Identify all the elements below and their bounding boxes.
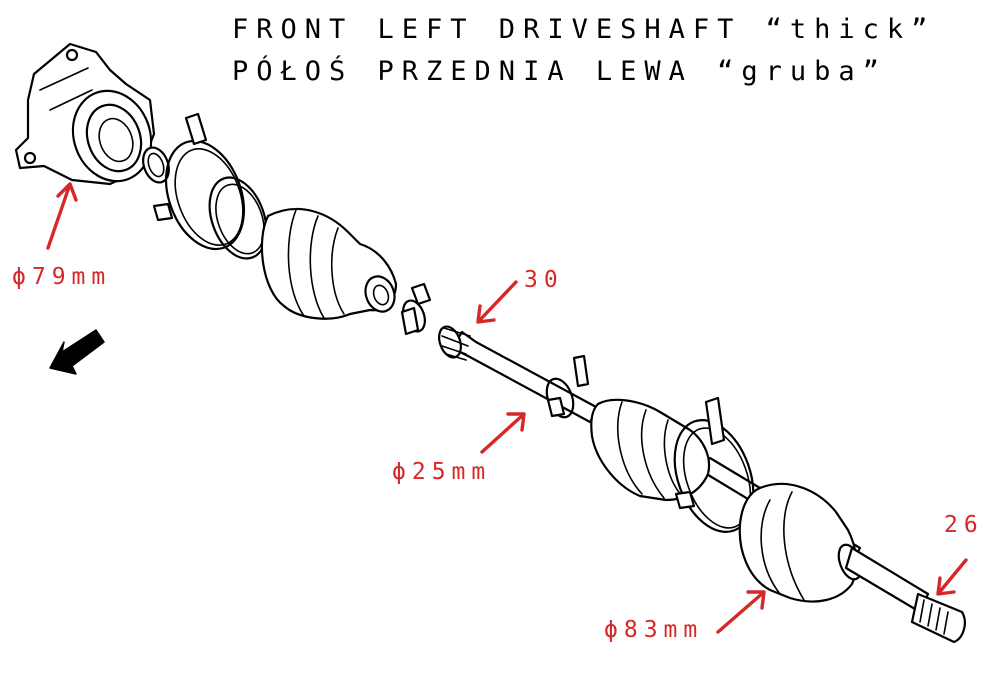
- arrow-inner-spline-icon: [476, 280, 518, 324]
- arrow-shaft-diameter-icon: [480, 412, 526, 454]
- diagram-title-english: FRONT LEFT DRIVESHAFT “thick”: [232, 14, 936, 45]
- inner-flange-housing: [14, 42, 156, 186]
- inner-spline-end: [438, 325, 471, 361]
- arrow-outer-joint-diameter-icon: [716, 590, 766, 634]
- inner-spline-count-label: 30: [524, 267, 564, 293]
- housing-diameter-label: ϕ79mm: [12, 264, 112, 290]
- snap-ring: [142, 146, 170, 184]
- outer-cv-joint: [738, 482, 863, 603]
- boot-clamp-large-outer: [673, 396, 755, 533]
- boot-clamp-large-inner: [152, 112, 245, 251]
- boot-clamp-middle: [545, 354, 590, 419]
- shaft-diameter-label: ϕ25mm: [392, 459, 492, 485]
- outer-spline-count-label: 26: [944, 512, 984, 538]
- arrow-outer-spline-icon: [936, 558, 968, 596]
- circlip-ring: [208, 176, 268, 260]
- outer-joint-diameter-label: ϕ83mm: [604, 617, 704, 643]
- arrow-housing-diameter-icon: [46, 182, 78, 250]
- inner-cv-boot: [260, 207, 398, 320]
- boot-clamp-small-inner: [400, 282, 432, 336]
- diagram-title-polish: PÓŁOŚ PRZEDNIA LEWA “gruba”: [232, 56, 887, 87]
- outer-spline-end: [844, 546, 966, 644]
- outer-cv-boot: [590, 398, 711, 502]
- fwd-direction-arrow-icon: [49, 329, 105, 375]
